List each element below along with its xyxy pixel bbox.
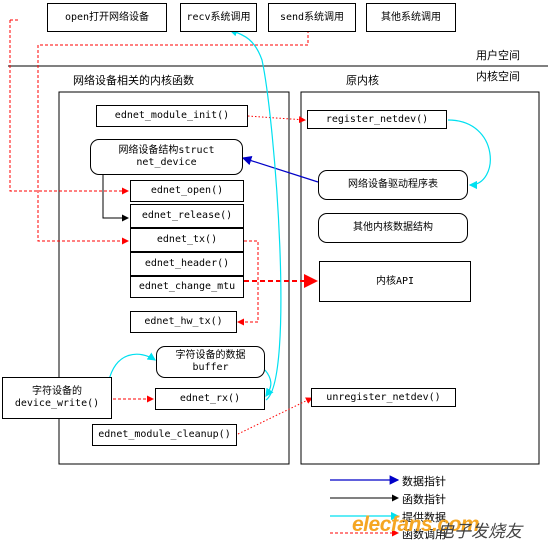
register-netdev-box: register_netdev() xyxy=(307,110,447,129)
legend-func-call: 函数调用 xyxy=(402,528,446,541)
char-device-write-label: 字符设备的 device_write() xyxy=(14,386,100,409)
user-space-label: 用户空间 xyxy=(476,49,520,62)
ednet-release-box: ednet_release() xyxy=(130,204,244,228)
ednet-release-label: ednet_release() xyxy=(141,210,233,221)
driver-table-box: 网络设备驱动程序表 xyxy=(318,170,468,200)
module-init-label: ednet_module_init() xyxy=(114,110,230,121)
unregister-netdev-label: unregister_netdev() xyxy=(326,391,441,403)
left-panel xyxy=(58,91,290,465)
recv-syscall-box: recv系统调用 xyxy=(180,3,257,32)
module-init-box: ednet_module_init() xyxy=(96,105,248,127)
register-netdev-label: register_netdev() xyxy=(325,113,429,125)
ednet-header-label: ednet_header() xyxy=(144,258,230,269)
kernel-api-box: 内核API xyxy=(319,261,471,302)
driver-table-label: 网络设备驱动程序表 xyxy=(348,179,438,190)
legend-data-pointer: 数据指针 xyxy=(402,475,446,488)
ednet-open-box: ednet_open() xyxy=(130,180,244,202)
module-cleanup-label: ednet_module_cleanup() xyxy=(98,429,231,440)
ednet-rx-box: ednet_rx() xyxy=(155,388,265,410)
char-buffer-label: 字符设备的数据 buffer xyxy=(175,350,246,373)
kernel-space-label: 内核空间 xyxy=(476,70,520,83)
ednet-tx-box: ednet_tx() xyxy=(130,228,244,252)
watermark-cn: 电子发烧友 xyxy=(437,522,522,542)
other-syscall-box: 其他系统调用 xyxy=(366,3,456,32)
net-device-struct-label: 网络设备结构struct net_device xyxy=(118,145,215,168)
ednet-header-box: ednet_header() xyxy=(130,252,244,276)
other-kernel-data-label: 其他内核数据结构 xyxy=(353,222,433,233)
legend-provide-data: 提供数据 xyxy=(402,511,446,524)
net-device-struct-box: 网络设备结构struct net_device xyxy=(90,139,243,175)
watermark-brand: elecfans.com xyxy=(352,513,480,536)
ednet-change-mtu-box: ednet_change_mtu xyxy=(130,276,244,298)
ednet-hw-tx-label: ednet_hw_tx() xyxy=(144,316,223,327)
ednet-change-mtu-label: ednet_change_mtu xyxy=(138,281,236,292)
ednet-tx-label: ednet_tx() xyxy=(156,234,218,245)
other-kernel-data-box: 其他内核数据结构 xyxy=(318,213,468,243)
right-panel-title: 原内核 xyxy=(346,74,379,87)
open-syscall-label: open打开网络设备 xyxy=(64,11,150,23)
other-syscall-label: 其他系统调用 xyxy=(381,11,441,23)
send-syscall-label: send系统调用 xyxy=(279,11,345,23)
recv-syscall-label: recv系统调用 xyxy=(186,11,251,23)
ednet-open-label: ednet_open() xyxy=(150,185,224,196)
open-syscall-box: open打开网络设备 xyxy=(47,3,167,32)
send-syscall-box: send系统调用 xyxy=(268,3,356,32)
ednet-rx-label: ednet_rx() xyxy=(179,393,241,404)
char-buffer-box: 字符设备的数据 buffer xyxy=(156,346,265,378)
left-panel-title: 网络设备相关的内核函数 xyxy=(73,74,194,87)
ednet-hw-tx-box: ednet_hw_tx() xyxy=(130,311,237,333)
right-panel xyxy=(300,91,540,465)
legend-func-pointer: 函数指针 xyxy=(402,493,446,506)
module-cleanup-box: ednet_module_cleanup() xyxy=(92,424,237,446)
unregister-netdev-box: unregister_netdev() xyxy=(311,388,456,407)
kernel-api-label: 内核API xyxy=(375,275,415,287)
char-device-write-box: 字符设备的 device_write() xyxy=(2,377,112,419)
